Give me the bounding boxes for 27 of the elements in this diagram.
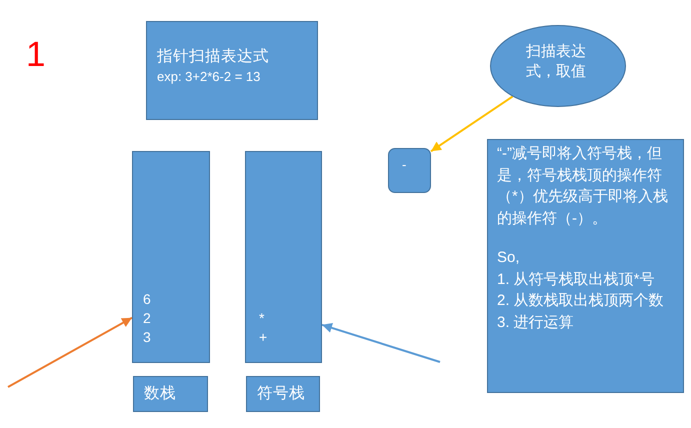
expression-text: exp: 3+2*6-2 = 13 bbox=[157, 68, 260, 86]
note-text: So, bbox=[497, 248, 520, 268]
stack-operator: * bbox=[259, 309, 264, 328]
arrow bbox=[8, 316, 132, 388]
stack-value: 6 bbox=[143, 290, 151, 309]
stack-caption: 数栈 bbox=[144, 384, 176, 404]
arrow bbox=[430, 96, 514, 152]
stack-value: 2 bbox=[143, 309, 151, 328]
caption-tab bbox=[246, 376, 320, 412]
operator-stack bbox=[245, 151, 322, 363]
header-panel bbox=[146, 21, 318, 120]
step-text: 1. 从符号栈取出栈顶*号 bbox=[497, 270, 655, 290]
caption-tab bbox=[133, 376, 208, 412]
step-text: 3. 进行运算 bbox=[497, 312, 574, 332]
arrow bbox=[322, 323, 440, 363]
explanation-text: “-”减号即将入符号栈，但是，符号栈栈顶的操作符（*）优先级高于即将入栈的操作符（-）。 bbox=[497, 144, 669, 228]
stack-value: 3 bbox=[143, 328, 151, 347]
operator-card bbox=[388, 148, 431, 193]
number-stack bbox=[132, 151, 210, 363]
ellipse-label: 扫描表达式，取值 bbox=[526, 42, 587, 82]
heading-text: 指针扫描表达式 bbox=[157, 47, 269, 67]
step-number: 1 bbox=[26, 37, 46, 72]
stack-caption: 符号栈 bbox=[257, 384, 305, 404]
note-panel bbox=[487, 139, 684, 393]
stack-operator: + bbox=[259, 328, 268, 347]
operator-symbol: - bbox=[402, 157, 406, 173]
step-text: 2. 从数栈取出栈顶两个数 bbox=[497, 291, 664, 311]
